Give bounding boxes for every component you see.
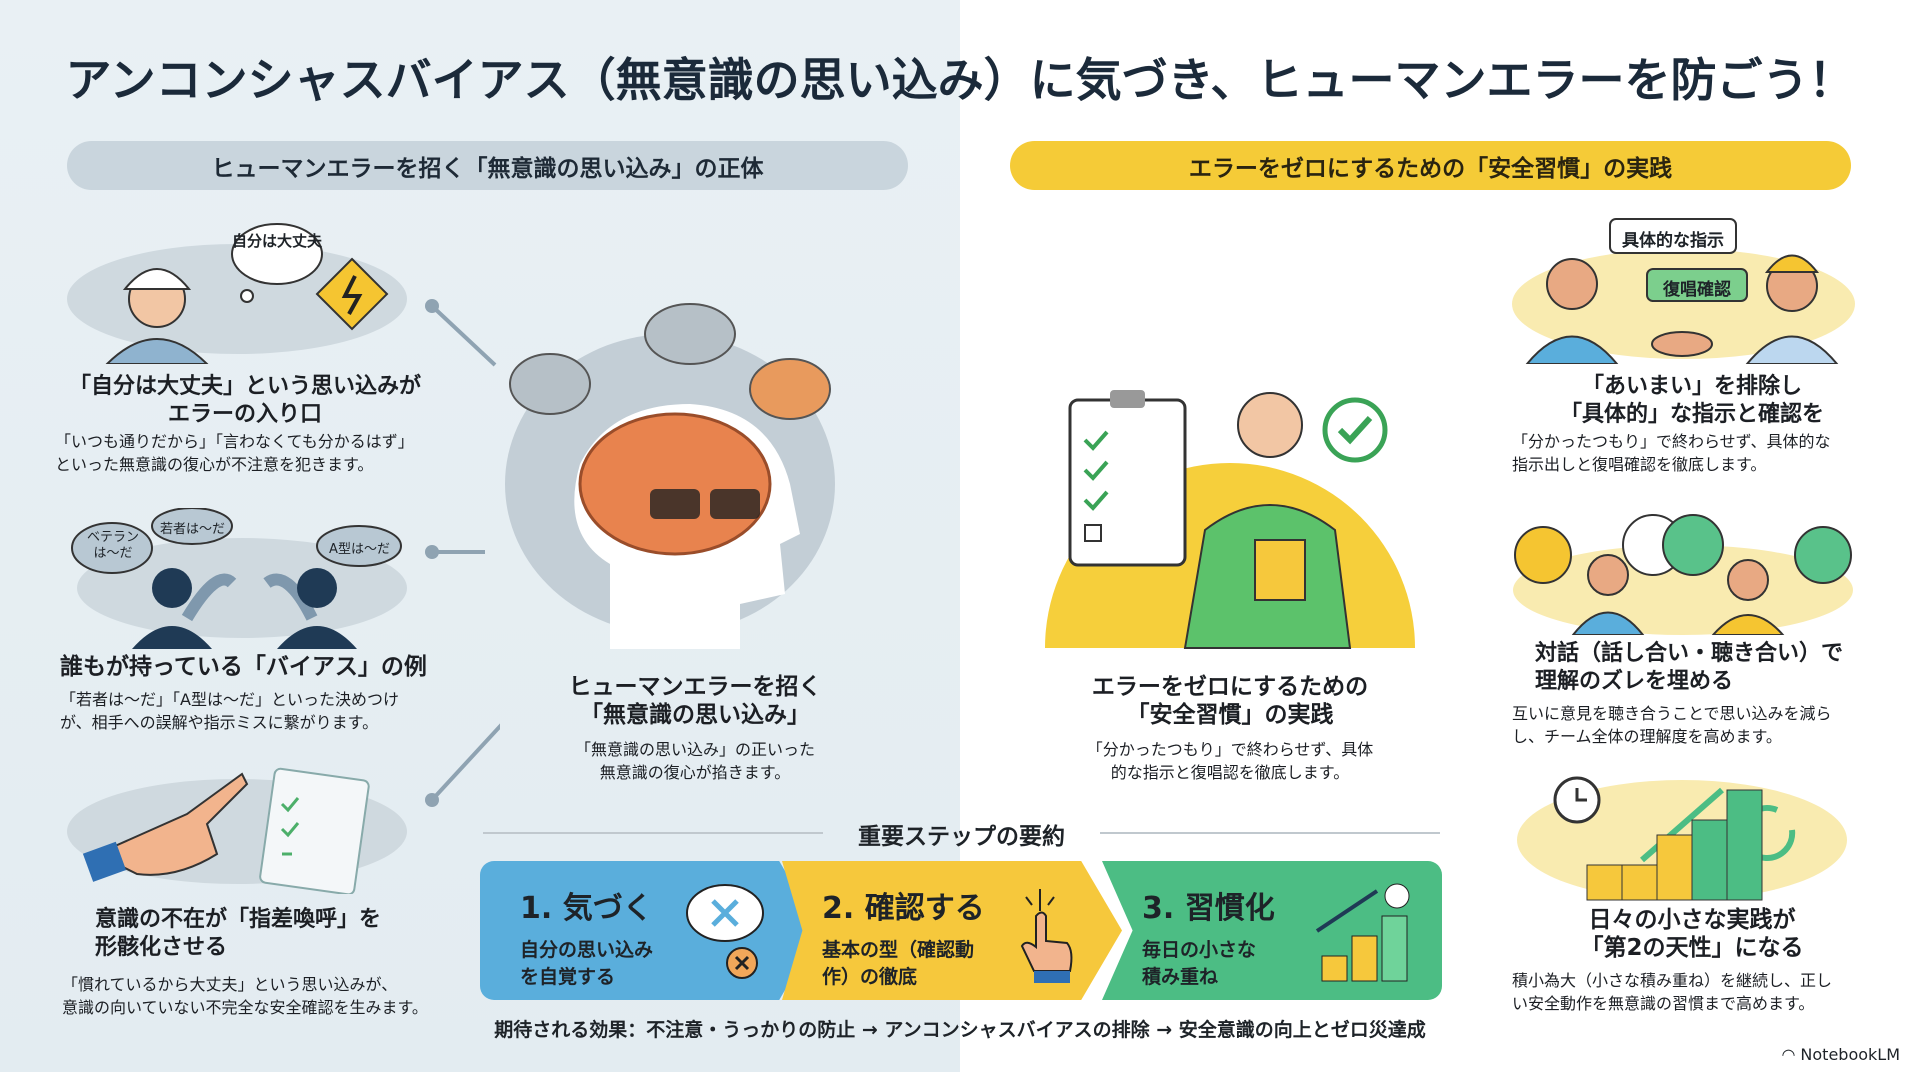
left-item-3-heading: 意識の不在が「指差喚呼」を 形骸化させる (95, 907, 382, 960)
step-1-title: 1. 気づく (520, 891, 653, 926)
left-item-2-heading: 誰もが持っている「バイアス」の例 (60, 654, 427, 680)
connector-lines (425, 299, 500, 807)
thought-bubble-text: 自分は大丈夫 (232, 232, 323, 250)
instruction-confirmation-illustration: 具体的な指示 復唱確認 (1512, 214, 1855, 364)
step-3-desc: 毎日の小さな 積み重ね (1142, 939, 1257, 988)
right-item-1-heading: 「あいまい」を排除し 「具体的」な指示と確認を (1559, 374, 1824, 427)
step-3-title: 3. 習慣化 (1142, 891, 1275, 926)
thought-x-icon (686, 884, 764, 979)
left-item-1-body: 「いつも通りだから」「言わなくても分かるはず」 といった無意識の復心が不注意を犯… (55, 432, 414, 474)
step-1-aware: 1. 気づく 自分の思い込み を自覚する (480, 861, 820, 1000)
right-item-2-heading: 対話（話し合い・聴き合い）で 理解のズレを埋める (1535, 641, 1844, 694)
habit-growth-illustration (1517, 776, 1847, 901)
left-item-3-body: 「慣れているから大丈夫」という思い込みが、 意識の向いていない不完全な安全確認を… (62, 975, 428, 1017)
step-3-habit: 3. 習慣化 毎日の小さな 積み重ね (1102, 861, 1442, 1000)
bias-example-illustration: ベテランは〜だ 若者は〜だ A型は〜だ (67, 508, 407, 649)
brain-with-glasses-illustration (505, 303, 835, 649)
notebooklm-brand: ◠ NotebookLM (1781, 1045, 1900, 1064)
pointing-hand-clipboard-icon (82, 767, 370, 894)
left-item-2-body: 「若者は〜だ」「A型は〜だ」といった決めつけ が、相手への誤解や指示ミスに繋がり… (60, 690, 399, 732)
bias-bubble-bloodtype: A型は〜だ (329, 542, 390, 557)
bubble-specific-instruction: 具体的な指示 (1622, 231, 1724, 251)
right-item-3-heading: 日々の小さな実践が 「第2の天性」になる (1580, 907, 1804, 961)
bubble-repeat-confirmation: 復唱確認 (1663, 280, 1731, 300)
step-2-desc: 基本の型（確認動 作）の徹底 (822, 939, 975, 988)
notebooklm-logo-icon: ◠ (1781, 1045, 1796, 1064)
handshake-people-icon (1525, 218, 1839, 364)
step-1-desc: 自分の思い込み を自覚する (520, 939, 654, 988)
right-item-3-body: 積小為大（小さな積み重ね）を継続し、正し い安全動作を無意識の習慣まで高めます。 (1512, 971, 1833, 1013)
expected-effect-text: 期待される効果：不注意・うっかりの防止 → アンコンシャスバイアスの排除 → 安… (494, 1019, 1426, 1041)
step-2-title: 2. 確認する (822, 891, 985, 926)
page-title: アンコンシャスバイアス（無意識の思い込み）に気づき、ヒューマンエラーを防ごう！ (65, 53, 1855, 107)
right-item-1-body: 「分かったつもり」で終わらせず、具体的な 指示出しと復唱確認を徹底します。 (1512, 432, 1831, 474)
left-section-header: ヒューマンエラーを招く「無意識の思い込み」の正体 (67, 141, 908, 190)
broken-bridge-icon (71, 508, 402, 649)
summary-divider-left (483, 832, 823, 834)
overconfidence-illustration: 自分は大丈夫 (67, 214, 407, 364)
safety-practice-illustration (1045, 390, 1415, 649)
summary-divider-right (1100, 832, 1440, 834)
pointing-finger-icon (1020, 889, 1073, 983)
summary-title: 重要ステップの要約 (858, 824, 1065, 850)
center-right-heading: エラーをゼロにするための 「安全習慣」の実践 (1091, 674, 1369, 728)
step-2-confirm: 2. 確認する 基本の型（確認動 作）の徹底 (782, 861, 1122, 1000)
bias-bubble-young: 若者は〜だ (159, 522, 225, 537)
dialogue-illustration (1513, 514, 1853, 635)
center-left-heading: ヒューマンエラーを招く 「無意識の思い込み」 (568, 674, 822, 728)
right-item-2-body: 互いに意見を聴き合うことで思い込みを減ら し、チーム全体の理解度を高めます。 (1512, 704, 1832, 746)
center-right-body: 「分かったつもり」で終わらせず、具体 的な指示と復唱認を徹底します。 (1086, 740, 1374, 782)
right-section-header: エラーをゼロにするための「安全習慣」の実践 (1010, 141, 1851, 190)
left-item-1-heading: 「自分は大丈夫」という思い込みが エラーの入り口 (68, 374, 421, 427)
brand-label: NotebookLM (1800, 1045, 1900, 1064)
worker-thinking-icon (105, 223, 389, 364)
growth-blocks-icon (1315, 883, 1410, 982)
pointing-check-illustration (67, 759, 407, 894)
center-left-body: 「無意識の思い込み」の正いった 無意識の復心が掐きます。 (574, 740, 815, 782)
bias-bubble-veteran: ベテランは〜だ (86, 530, 139, 561)
